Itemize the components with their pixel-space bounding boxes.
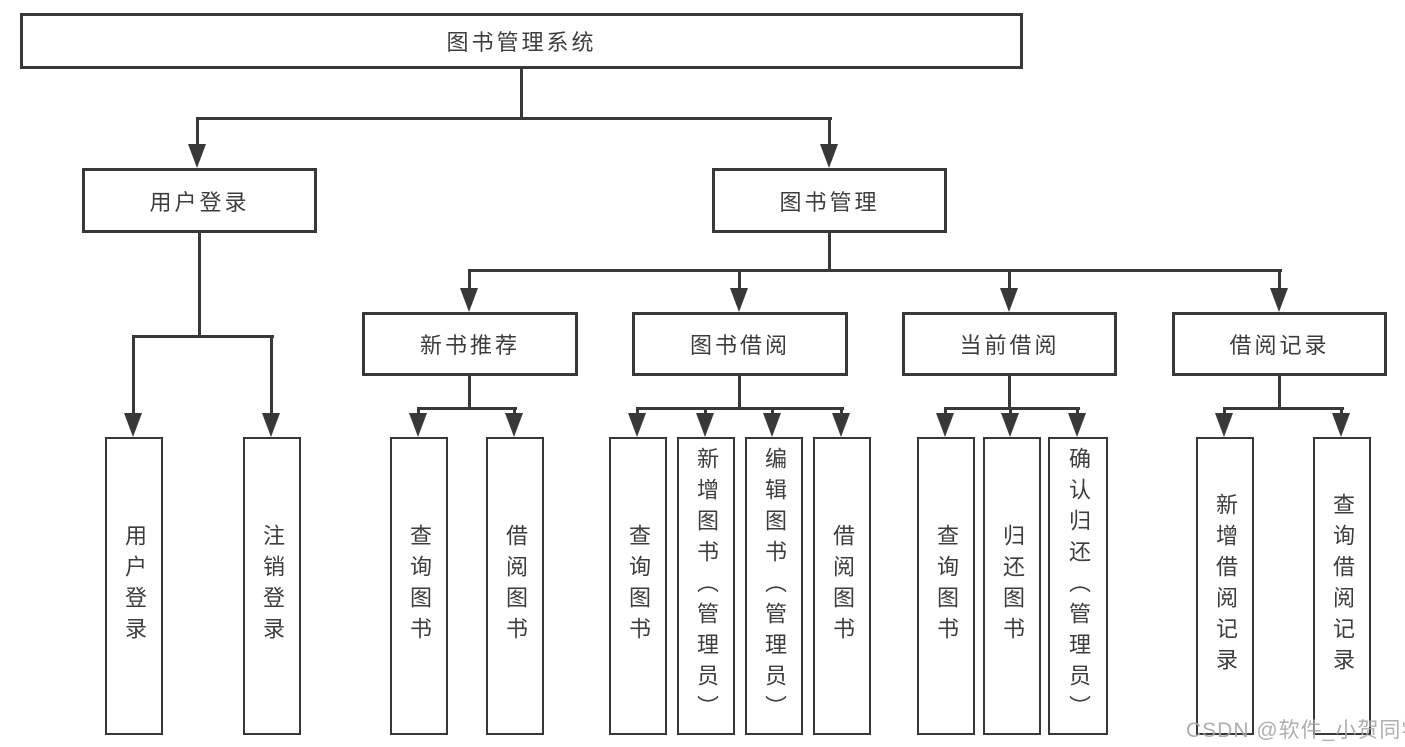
connector-records-stem: [1278, 376, 1281, 409]
leaf-query-borrow-record: 查询借阅记录: [1313, 437, 1371, 735]
arrowhead-icon: [409, 413, 427, 437]
arrow-stem: [1008, 271, 1011, 291]
arrow-stem: [704, 407, 707, 416]
connector-management-bar: [468, 269, 1282, 272]
arrowhead-icon: [460, 288, 478, 312]
arrowhead-icon: [1270, 288, 1288, 312]
arrow-stem: [132, 337, 135, 415]
arrowhead-icon: [832, 413, 850, 437]
connector-login-bar: [132, 335, 274, 338]
connector-management-stem: [828, 233, 831, 271]
connector-login-stem: [198, 233, 201, 338]
leaf-label: 编辑图书（管理员）: [762, 446, 787, 726]
connector-root-bar: [196, 117, 832, 120]
arrowhead-icon: [505, 413, 523, 437]
leaf-label: 查询图书: [626, 524, 651, 648]
arrow-stem: [840, 407, 843, 416]
arrow-stem: [1009, 407, 1012, 416]
node-user-login: 用户登录: [82, 168, 317, 233]
leaf-query-books-current: 查询图书: [917, 437, 975, 735]
arrowhead-icon: [1001, 413, 1019, 437]
arrow-stem: [468, 271, 471, 291]
arrowhead-icon: [1332, 413, 1350, 437]
connector-recommend-stem: [468, 376, 471, 409]
leaf-label: 查询图书: [407, 524, 432, 648]
connector-current-bar: [944, 407, 1080, 410]
arrow-stem: [196, 119, 199, 147]
connector-records-bar: [1223, 407, 1344, 410]
arrowhead-icon: [1000, 288, 1018, 312]
arrowhead-icon: [628, 413, 646, 437]
leaf-borrow-books-borrowing: 借阅图书: [813, 437, 871, 735]
arrowhead-icon: [1215, 413, 1233, 437]
connector-current-stem: [1008, 376, 1011, 409]
leaf-add-book-admin: 新增图书（管理员）: [677, 437, 735, 735]
leaf-label: 注销登录: [260, 524, 285, 648]
connector-borrowing-bar: [636, 407, 844, 410]
node-book-management: 图书管理: [712, 168, 947, 233]
leaf-label: 查询图书: [934, 524, 959, 648]
leaf-label: 借阅图书: [830, 524, 855, 648]
leaf-label: 新增图书（管理员）: [694, 446, 719, 726]
node-borrowing-records: 借阅记录: [1172, 312, 1387, 376]
arrow-stem: [1278, 271, 1281, 291]
connector-root-stem: [520, 69, 523, 119]
leaf-return-books: 归还图书: [983, 437, 1041, 735]
leaf-label: 确认归还（管理员）: [1066, 446, 1091, 726]
node-new-book-recommendation: 新书推荐: [362, 312, 578, 376]
leaf-edit-book-admin: 编辑图书（管理员）: [745, 437, 803, 735]
node-current-borrowing: 当前借阅: [902, 312, 1117, 376]
watermark: CSDN @软件_小贺同学: [1186, 719, 1405, 742]
leaf-user-login: 用户登录: [105, 437, 163, 735]
arrow-stem: [738, 271, 741, 291]
leaf-label: 用户登录: [122, 524, 147, 648]
arrowhead-icon: [188, 144, 206, 168]
arrow-stem: [771, 407, 774, 416]
arrow-stem: [828, 119, 831, 147]
arrowhead-icon: [820, 144, 838, 168]
leaf-label: 新增借阅记录: [1213, 493, 1238, 679]
leaf-logout: 注销登录: [243, 437, 301, 735]
leaf-borrow-books-recommend: 借阅图书: [486, 437, 544, 735]
arrow-stem: [513, 407, 516, 416]
leaf-confirm-return-admin: 确认归还（管理员）: [1048, 437, 1108, 735]
arrowhead-icon: [1068, 413, 1086, 437]
arrowhead-icon: [763, 413, 781, 437]
arrowhead-icon: [124, 413, 142, 437]
leaf-query-books-borrowing: 查询图书: [609, 437, 667, 735]
node-book-borrowing: 图书借阅: [632, 312, 848, 376]
arrowhead-icon: [262, 413, 280, 437]
leaf-query-books-recommend: 查询图书: [390, 437, 448, 735]
arrow-stem: [636, 407, 639, 416]
connector-borrowing-stem: [738, 376, 741, 409]
connector-recommend-bar: [417, 407, 517, 410]
leaf-add-borrow-record: 新增借阅记录: [1196, 437, 1254, 735]
arrow-stem: [944, 407, 947, 416]
arrowhead-icon: [730, 288, 748, 312]
leaf-label: 查询借阅记录: [1330, 493, 1355, 679]
arrow-stem: [270, 337, 273, 415]
leaf-label: 借阅图书: [503, 524, 528, 648]
leaf-label: 归还图书: [1000, 524, 1025, 648]
arrow-stem: [417, 407, 420, 416]
arrowhead-icon: [696, 413, 714, 437]
arrow-stem: [1223, 407, 1226, 416]
arrow-stem: [1076, 407, 1079, 416]
node-library-system: 图书管理系统: [20, 13, 1023, 69]
arrow-stem: [1340, 407, 1343, 416]
arrowhead-icon: [936, 413, 954, 437]
